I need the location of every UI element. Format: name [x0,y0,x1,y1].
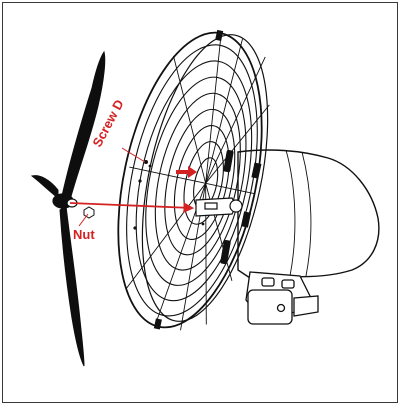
nut-leader-line [78,213,89,227]
guard-screws [133,160,205,230]
guard-struts [220,149,234,265]
motor-housing [237,149,380,279]
direction-arrow [176,166,197,178]
fan-hub [52,193,78,209]
mount-bracket [245,271,319,325]
callouts [69,147,197,227]
motor-shaft [195,197,243,217]
nut-label: Nut [73,227,95,242]
insertion-arrow [69,202,195,214]
fan-blade [30,50,106,367]
screw-leader-line [121,147,146,163]
nut-part [83,206,95,219]
front-guard [117,29,270,331]
